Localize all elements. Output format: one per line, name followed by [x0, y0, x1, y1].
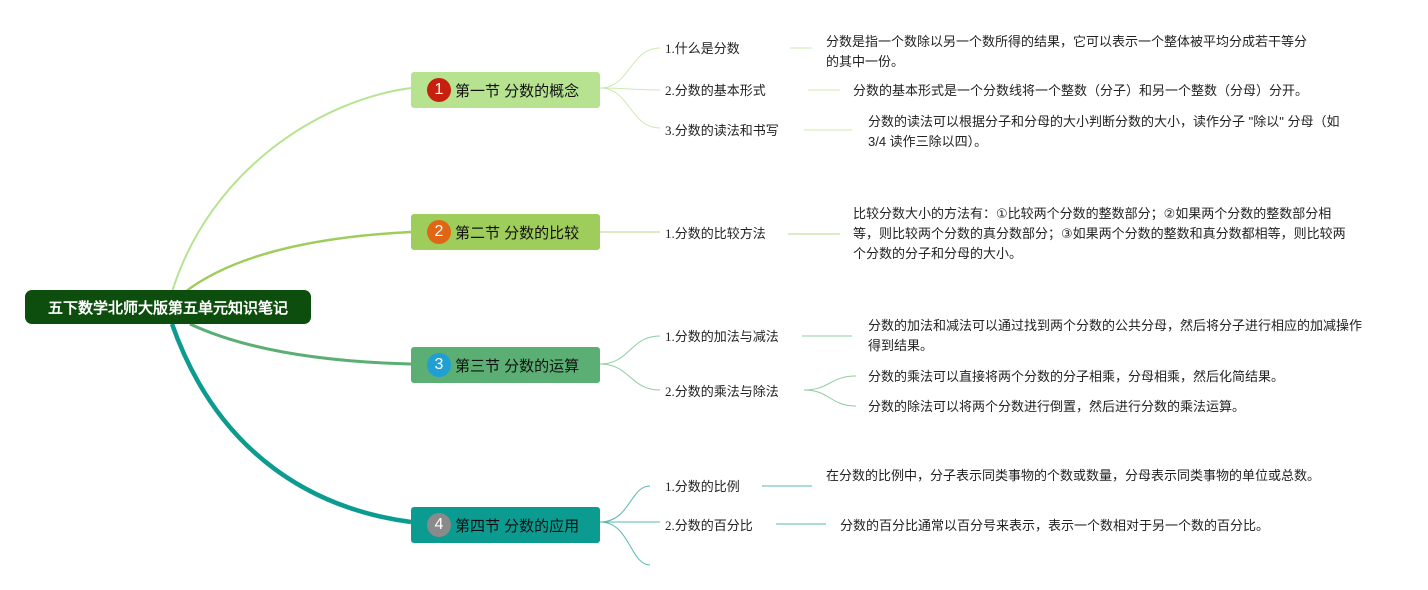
desc-what-is-fraction: 分数是指一个数除以另一个数所得的结果，它可以表示一个整体被平均分成若干等分的其中…	[826, 34, 1308, 69]
link-root-sec1	[171, 87, 412, 293]
topic-reading-writing[interactable]: 3.分数的读法和书写	[665, 123, 779, 138]
topic-what-is-fraction[interactable]: 1.什么是分数	[665, 41, 740, 56]
desc-basic-form: 分数的基本形式是一个分数线将一个整数（分子）和另一个整数（分母）分开。	[853, 83, 1309, 98]
link-root-sec2	[184, 230, 412, 293]
topic-comparison-method[interactable]: 1.分数的比较方法	[665, 226, 766, 241]
root-title: 五下数学北师大版第五单元知识笔记	[47, 299, 288, 317]
section-number-badge: 3	[427, 353, 451, 377]
section-number-badge: 2	[427, 220, 451, 244]
section-number-badge: 1	[427, 78, 451, 102]
section-title: 第二节 分数的比较	[455, 224, 580, 242]
desc-add-subtract: 分数的加法和减法可以通过找到两个分数的公共分母，然后将分子进行相应的加减操作得到…	[868, 318, 1363, 353]
desc-multiply: 分数的乘法可以直接将两个分数的分子相乘，分母相乘，然后化简结果。	[868, 369, 1285, 384]
desc-ratio: 在分数的比例中，分子表示同类事物的个数或数量，分母表示同类事物的单位或总数。	[826, 468, 1321, 483]
desc-comparison-method: 比较分数大小的方法有：①比较两个分数的整数部分；②如果两个分数的整数部分相等，则…	[853, 206, 1346, 261]
root-topic[interactable]: 五下数学北师大版第五单元知识笔记	[25, 290, 311, 324]
section-2[interactable]: 2 第二节 分数的比较	[411, 214, 600, 250]
link-root-sec4	[169, 323, 412, 525]
desc-divide: 分数的除法可以将两个分数进行倒置，然后进行分数的乘法运算。	[868, 399, 1246, 414]
section-number-badge: 4	[427, 513, 451, 537]
section-1[interactable]: 1 第一节 分数的概念	[411, 72, 600, 108]
section-title: 第三节 分数的运算	[455, 357, 580, 375]
desc-reading-writing: 分数的读法可以根据分子和分母的大小判断分数的大小，读作分子 "除以" 分母（如 …	[868, 114, 1340, 149]
topic-add-subtract[interactable]: 1.分数的加法与减法	[665, 329, 779, 344]
desc-percentage: 分数的百分比通常以百分号来表示，表示一个数相对于另一个数的百分比。	[840, 518, 1270, 533]
link-root-sec3	[189, 322, 412, 366]
topic-basic-form[interactable]: 2.分数的基本形式	[665, 83, 766, 98]
section-title: 第四节 分数的应用	[455, 517, 580, 535]
section-3[interactable]: 3 第三节 分数的运算	[411, 347, 600, 383]
topic-multiply-divide[interactable]: 2.分数的乘法与除法	[665, 384, 779, 399]
topic-percentage[interactable]: 2.分数的百分比	[665, 518, 753, 533]
section-4[interactable]: 4 第四节 分数的应用	[411, 507, 600, 543]
topic-ratio[interactable]: 1.分数的比例	[665, 479, 740, 494]
section-title: 第一节 分数的概念	[455, 82, 580, 100]
